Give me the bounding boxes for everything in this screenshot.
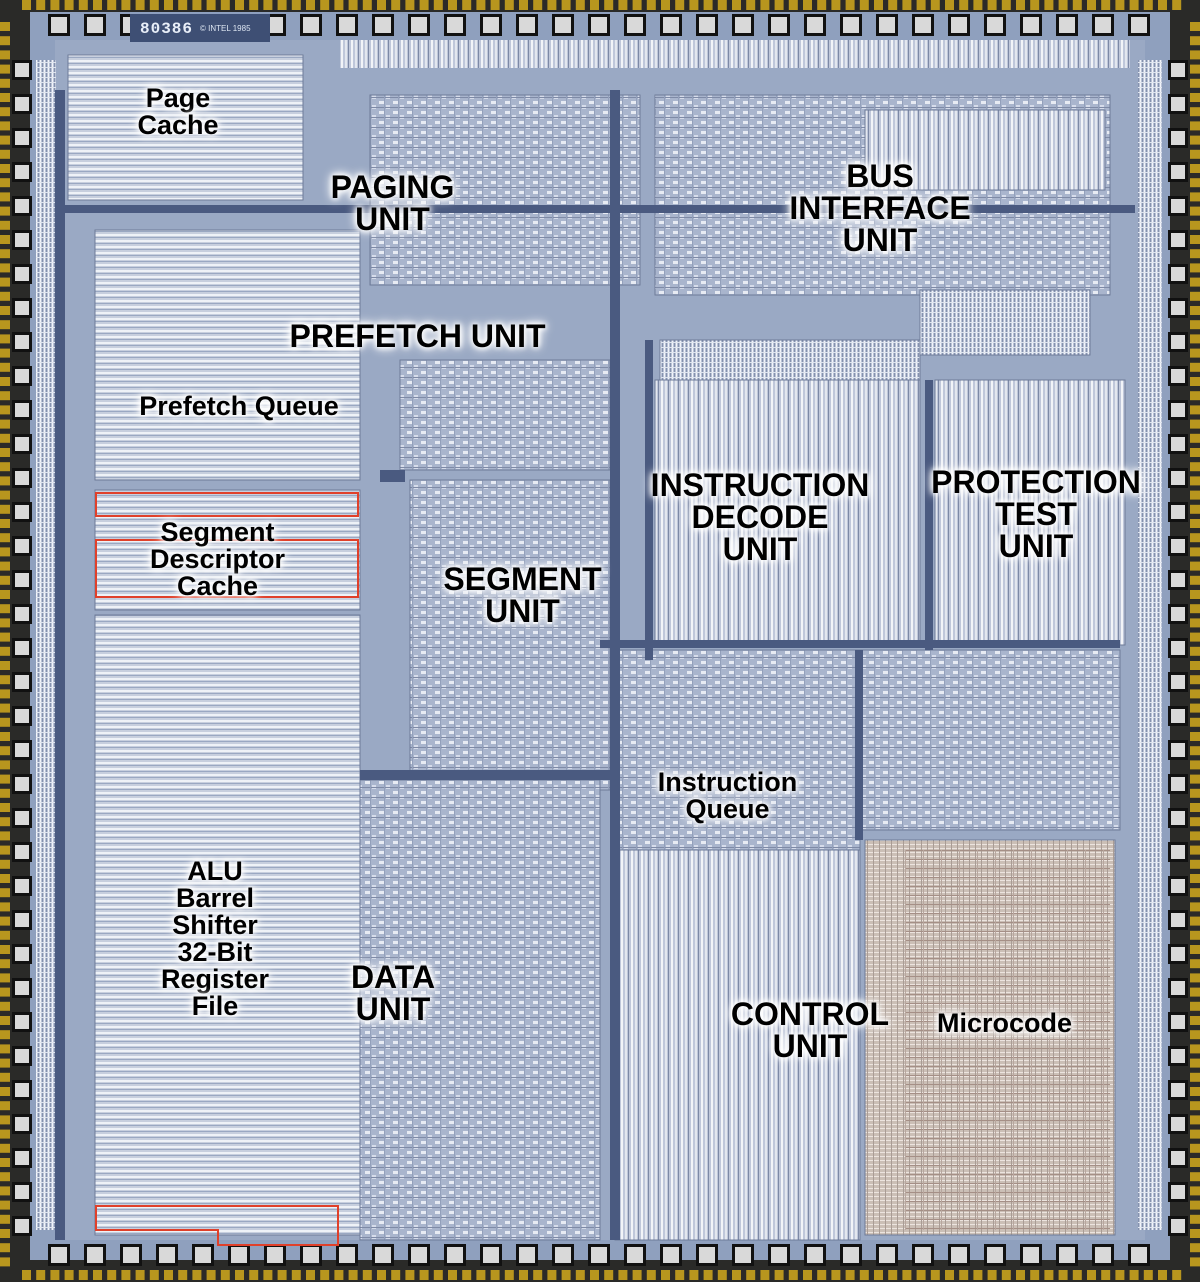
- microcode-rom-block: [864, 839, 1116, 1236]
- misc-logic-block: [859, 649, 1121, 831]
- segment-unit-label: SEGMENT UNIT: [443, 561, 602, 629]
- paging-block: [369, 94, 641, 286]
- alu-register-file-label: ALU Barrel Shifter 32-Bit Register File: [160, 856, 270, 1021]
- page-cache-block: [67, 54, 304, 201]
- highlight-box-lower: [95, 539, 359, 598]
- segment-descriptor-block: [94, 489, 361, 611]
- prefetch-logic-block: [399, 359, 611, 471]
- instruction-decode-unit-label: INSTRUCTION DECODE UNIT: [650, 467, 870, 567]
- microcode-array: [905, 850, 1110, 1230]
- instruction-queue-label: Instruction Queue: [657, 767, 798, 824]
- die-marking: 80386: [140, 20, 194, 38]
- page-cache-label: Page Cache: [137, 83, 219, 140]
- segment-logic-block: [409, 479, 611, 791]
- instruction-queue-block: [614, 649, 861, 851]
- io-drivers-top: [340, 40, 1130, 68]
- protection-block: [934, 379, 1126, 646]
- microcode-label: Microcode: [936, 1008, 1073, 1038]
- die-marking-plate: [130, 14, 270, 42]
- decode-block: [654, 379, 921, 646]
- protection-test-unit-label: PROTECTION TEST UNIT: [931, 464, 1141, 564]
- die-marking-small: © INTEL 1985: [200, 24, 251, 33]
- segment-descriptor-cache-label: Segment Descriptor Cache: [149, 517, 286, 601]
- highlight-box-upper: [95, 492, 359, 517]
- bus-register-block: [919, 289, 1091, 356]
- highlight-box-bottom: [95, 1205, 339, 1246]
- bus-driver-block: [864, 109, 1106, 191]
- data-logic-block: [359, 779, 601, 1241]
- decode-pla-block: [659, 339, 921, 381]
- paging-unit-label: PAGING UNIT: [330, 169, 455, 237]
- routing-channels: [55, 90, 1135, 1240]
- prefetch-queue-label: Prefetch Queue: [139, 391, 339, 421]
- io-drivers-left: [36, 60, 56, 1230]
- bus-interface-unit-label: BUS INTERFACE UNIT: [789, 158, 971, 258]
- prefetch-unit-label: PREFETCH UNIT: [289, 318, 546, 354]
- control-block: [614, 849, 861, 1241]
- prefetch-queue-block: [94, 229, 361, 481]
- data-unit-label: DATA UNIT: [350, 959, 436, 1027]
- alu-register-block: [94, 614, 361, 1236]
- control-unit-label: CONTROL UNIT: [730, 996, 890, 1064]
- highlight-boxes: [95, 492, 359, 1246]
- io-drivers-right: [1138, 60, 1162, 1230]
